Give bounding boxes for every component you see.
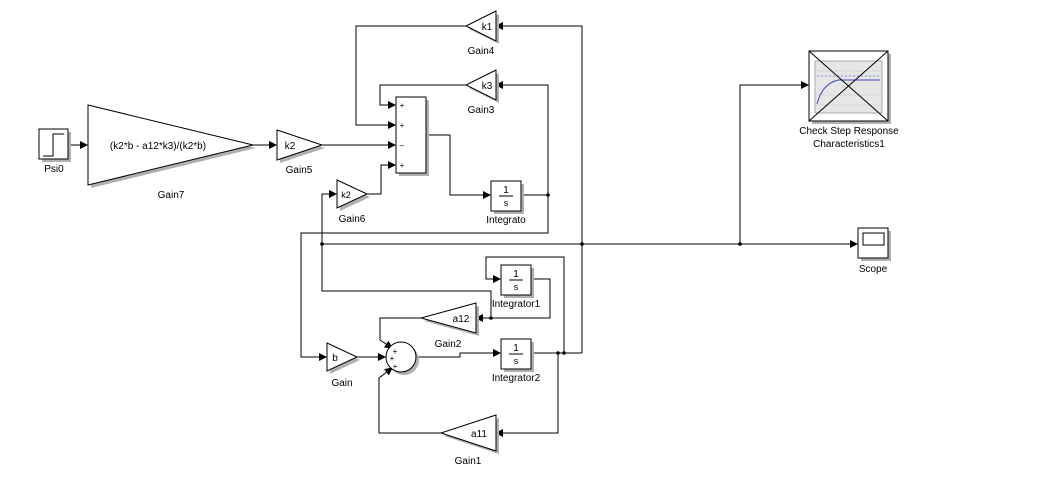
gain-block-gain6[interactable]: k2 Gain6 — [336, 179, 370, 225]
gain-block-gain7[interactable]: (k2*b - a12*k3)/(k2*b) Gain7 — [87, 104, 256, 201]
step-icon — [43, 133, 64, 157]
line-integrator2-gain1[interactable] — [495, 353, 559, 437]
signal-lines — [70, 22, 858, 437]
psi0-label: Psi0 — [44, 164, 64, 175]
branch-dot — [320, 242, 324, 246]
round-sum-sign-3: + — [393, 362, 398, 371]
gain5-value: k2 — [285, 141, 296, 152]
branch-dot — [556, 351, 560, 355]
sum-block-round[interactable]: + + + — [385, 341, 419, 375]
line-gain1-sum[interactable] — [378, 367, 441, 434]
branch-dot — [489, 316, 493, 320]
branch-dot — [738, 242, 742, 246]
integrator1-denominator: s — [514, 282, 519, 292]
block-cross-line — [808, 50, 889, 122]
gain-block-gain[interactable]: b Gain — [326, 342, 360, 389]
gain-block-gain3[interactable]: k3 Gain3 — [464, 69, 499, 116]
scope-block[interactable]: Scope — [857, 227, 891, 275]
check-step-label-line2: Characteristics1 — [813, 139, 885, 150]
gain2-value: a12 — [453, 314, 470, 325]
integrator-block[interactable]: 1 s Integrato — [486, 180, 526, 226]
gain6-label: Gain6 — [339, 214, 366, 225]
integrator2-numerator: 1 — [513, 343, 519, 354]
round-sum-sign-1: + — [393, 347, 398, 356]
gain1-value: a11 — [471, 429, 487, 440]
round-sum-sign-2: + — [390, 354, 395, 363]
sum-block-top[interactable]: + + – + — [395, 96, 429, 176]
line-gain2-sum[interactable] — [379, 317, 421, 349]
gain4-value: k1 — [482, 22, 493, 33]
sum-sign-3: – — [400, 141, 405, 150]
integrator-numerator: 1 — [503, 185, 509, 196]
gain5-label: Gain5 — [286, 165, 313, 176]
gain2-label: Gain2 — [435, 339, 462, 350]
gain3-label: Gain3 — [468, 105, 495, 116]
line-gain6-sum[interactable] — [367, 161, 396, 195]
line-integrator1-gain6[interactable] — [321, 190, 492, 318]
scope-label: Scope — [859, 264, 888, 275]
sum-sign-1: + — [400, 101, 405, 110]
integrator-label: Integrato — [486, 215, 526, 226]
sum-sign-4: + — [400, 161, 405, 170]
scope-screen-icon — [862, 232, 885, 246]
check-step-label-line1: Check Step Response — [799, 126, 899, 137]
step-block-psi0[interactable]: Psi0 — [38, 128, 71, 175]
line-integrator-gain3[interactable] — [495, 81, 549, 195]
integrator-denominator: s — [504, 198, 509, 208]
branch-dot — [562, 351, 566, 355]
gain1-label: Gain1 — [455, 456, 482, 467]
line-output-checkstep[interactable] — [739, 81, 809, 244]
line-sum-integrator[interactable] — [426, 134, 491, 199]
integrator1-label: Integrator1 — [492, 299, 541, 310]
integrator2-block[interactable]: 1 s Integrator2 — [492, 338, 541, 384]
gain-block-gain2[interactable]: a12 Gain2 — [419, 302, 479, 350]
line-integrator-gain[interactable] — [300, 195, 549, 361]
gain7-label: Gain7 — [158, 190, 185, 201]
gain6-value: k2 — [341, 190, 351, 200]
line-gain4-sum[interactable] — [355, 25, 466, 129]
branch-dot — [580, 242, 584, 246]
gain-value: b — [332, 353, 338, 364]
gain-block-gain4[interactable]: k1 Gain4 — [464, 10, 499, 57]
line-integrator1-gain2[interactable] — [475, 278, 551, 322]
integrator2-denominator: s — [514, 356, 519, 366]
check-step-response-block[interactable]: Check Step Response Characteristics1 — [799, 50, 899, 150]
gain3-value: k3 — [482, 81, 493, 92]
gain-block-gain5[interactable]: k2 Gain5 — [276, 129, 325, 176]
gain-label: Gain — [331, 378, 352, 389]
integrator2-label: Integrator2 — [492, 373, 541, 384]
line-integrator2-integrator1[interactable] — [485, 256, 565, 353]
branch-dot — [546, 193, 550, 197]
gain4-label: Gain4 — [468, 46, 495, 57]
plot-response-curve — [816, 79, 880, 105]
sum-sign-2: + — [400, 121, 405, 130]
integrator1-numerator: 1 — [513, 269, 519, 280]
line-sum-integrator2[interactable] — [416, 349, 501, 358]
line-gain3-sum[interactable] — [379, 84, 466, 109]
gain7-expression: (k2*b - a12*k3)/(k2*b) — [110, 141, 206, 152]
integrator1-block[interactable]: 1 s Integrator1 — [492, 264, 541, 310]
gain-block-gain1[interactable]: a11 Gain1 — [439, 414, 499, 467]
